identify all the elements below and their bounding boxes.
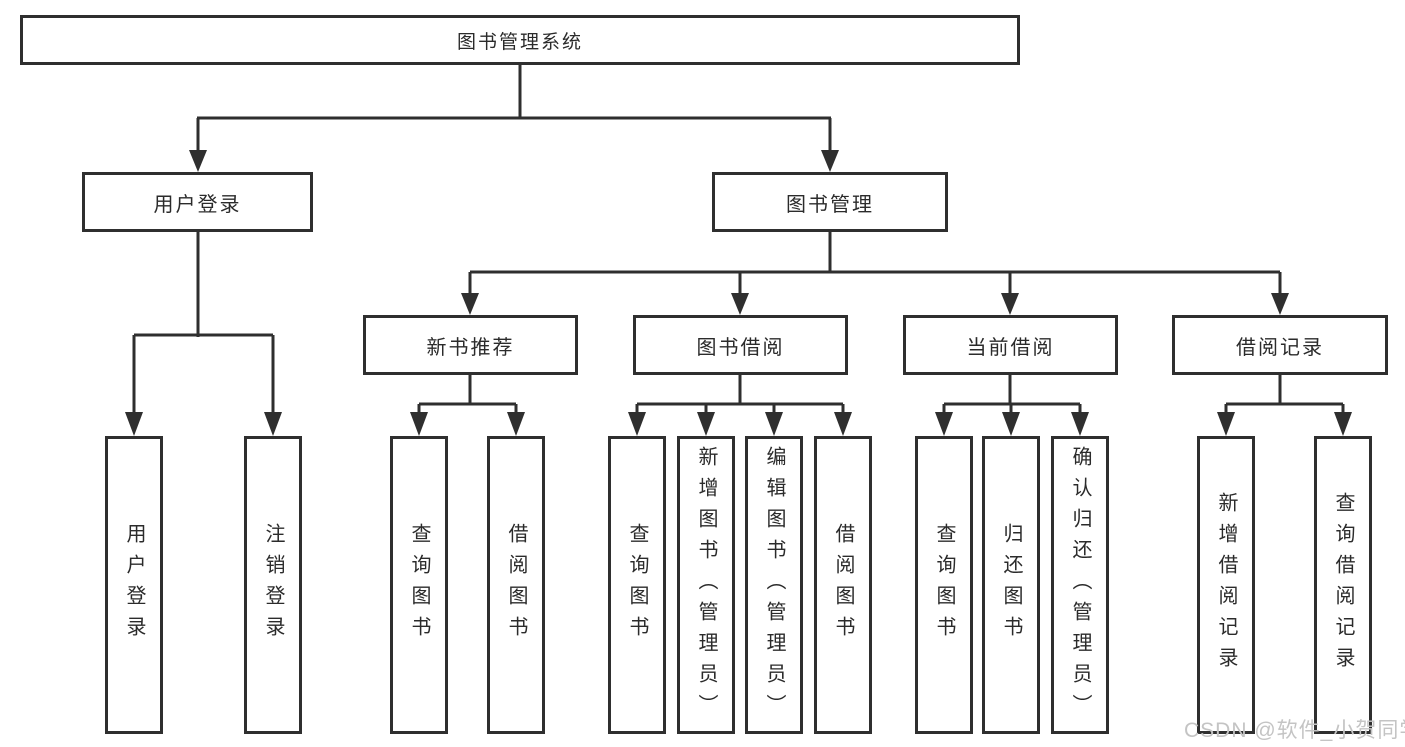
node-borrow-books-leaf-label: 借阅图书	[832, 523, 854, 647]
node-book-management: 图书管理	[712, 172, 948, 232]
node-root-label: 图书管理系统	[456, 31, 583, 53]
node-book-management-label: 图书管理	[786, 193, 874, 216]
node-add-borrow-record: 新增借阅记录	[1197, 436, 1255, 734]
node-query-books-current: 查询图书	[915, 436, 973, 734]
node-add-books-admin: 新增图书（管理员）	[677, 436, 735, 734]
node-return-books-label: 归还图书	[1000, 523, 1022, 647]
node-new-book-recommend-label: 新书推荐	[426, 336, 515, 359]
node-confirm-return-admin: 确认归还（管理员）	[1051, 436, 1109, 734]
node-query-books-recommend: 查询图书	[390, 436, 448, 734]
node-add-books-admin-label: 新增图书（管理员）	[695, 445, 717, 725]
node-current-borrowing: 当前借阅	[903, 315, 1118, 375]
node-edit-books-admin: 编辑图书（管理员）	[745, 436, 803, 734]
node-query-books-borrowing: 查询图书	[608, 436, 666, 734]
node-user-login-leaf: 用户登录	[105, 436, 163, 734]
node-current-borrowing-label: 当前借阅	[966, 336, 1055, 359]
node-new-book-recommend: 新书推荐	[363, 315, 578, 375]
node-edit-books-admin-label: 编辑图书（管理员）	[763, 445, 785, 725]
node-borrow-books-recommend: 借阅图书	[487, 436, 545, 734]
node-borrow-records: 借阅记录	[1172, 315, 1388, 375]
node-user-login: 用户登录	[82, 172, 313, 232]
node-borrow-books-leaf: 借阅图书	[814, 436, 872, 734]
node-query-books-current-label: 查询图书	[933, 523, 955, 647]
node-query-borrow-record-label: 查询借阅记录	[1332, 492, 1354, 678]
node-book-borrowing: 图书借阅	[633, 315, 848, 375]
node-confirm-return-admin-label: 确认归还（管理员）	[1069, 445, 1091, 725]
node-book-borrowing-label: 图书借阅	[696, 336, 785, 359]
node-query-books-recommend-label: 查询图书	[408, 523, 430, 647]
node-borrow-records-label: 借阅记录	[1236, 336, 1324, 359]
csdn-watermark: CSDN @软件_小贺同学	[1184, 719, 1405, 742]
node-root: 图书管理系统	[20, 15, 1020, 65]
arrowheads	[125, 150, 1352, 436]
node-user-login-label: 用户登录	[153, 193, 242, 216]
node-query-borrow-record: 查询借阅记录	[1314, 436, 1372, 734]
node-query-books-borrowing-label: 查询图书	[626, 523, 648, 647]
node-return-books: 归还图书	[982, 436, 1040, 734]
node-borrow-books-recommend-label: 借阅图书	[505, 523, 527, 647]
node-user-login-leaf-label: 用户登录	[123, 523, 145, 647]
node-add-borrow-record-label: 新增借阅记录	[1215, 492, 1237, 678]
node-logout: 注销登录	[244, 436, 302, 734]
node-logout-label: 注销登录	[262, 523, 284, 647]
